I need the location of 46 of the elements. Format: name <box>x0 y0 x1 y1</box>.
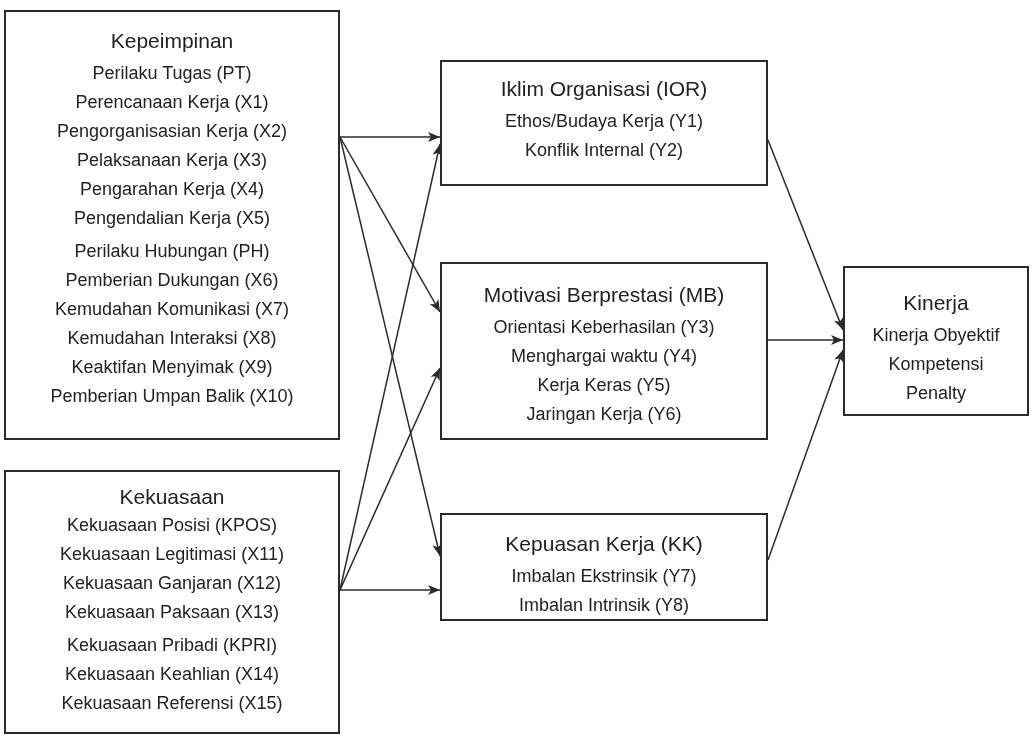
item-text: Pemberian Dukungan (X6) <box>65 269 279 292</box>
item-text: Kekuasaan Pribadi (KPRI) <box>66 634 278 657</box>
box <box>440 513 768 621</box>
item-text: Perilaku Tugas (PT) <box>92 62 252 85</box>
box-heading: Motivasi Berprestasi (MB) <box>483 282 725 308</box>
box-heading: Kekuasaan <box>119 484 225 510</box>
item-text: Keaktifan Menyimak (X9) <box>71 356 273 379</box>
item-text: Konflik Internal (Y2) <box>524 139 684 162</box>
item-text: Kekuasaan Paksaan (X13) <box>64 601 280 624</box>
item-text: Ethos/Budaya Kerja (Y1) <box>504 110 704 133</box>
item-text: Kekuasaan Posisi (KPOS) <box>66 514 278 537</box>
item-text: Kemudahan Interaksi (X8) <box>67 327 277 350</box>
item-text: Jaringan Kerja (Y6) <box>526 403 682 426</box>
item-text: Imbalan Ekstrinsik (Y7) <box>511 565 697 588</box>
item-text: Pemberian Umpan Balik (X10) <box>50 385 294 408</box>
arrow <box>339 585 441 595</box>
item-text: Perencanaan Kerja (X1) <box>75 91 269 114</box>
box <box>4 470 340 734</box>
item-text: Kekuasaan Legitimasi (X11) <box>60 543 284 566</box>
item-text: Pengarahan Kerja (X4) <box>79 178 265 201</box>
box-heading: Kinerja <box>903 290 969 316</box>
box <box>440 262 768 440</box>
item-text: Orientasi Keberhasilan (Y3) <box>493 316 715 339</box>
box <box>4 10 340 440</box>
item-text: Penalty <box>905 382 966 405</box>
item-text: Pengendalian Kerja (X5) <box>73 207 271 230</box>
box-heading: Kepeimpinan <box>110 28 234 54</box>
box <box>843 266 1029 416</box>
item-text: Kinerja Obyektif <box>872 324 1000 347</box>
box-heading: Kepuasan Kerja (KK) <box>505 531 703 557</box>
item-text: Kekuasaan Referensi (X15) <box>61 692 283 715</box>
arrow <box>339 132 441 142</box>
item-text: Kemudahan Komunikasi (X7) <box>54 298 290 321</box>
item-text: Pengorganisasian Kerja (X2) <box>56 120 288 143</box>
item-text: Kekuasaan Keahlian (X14) <box>64 663 280 686</box>
box <box>440 60 768 186</box>
item-text: Kompetensi <box>888 353 984 376</box>
item-text: Perilaku Hubungan (PH) <box>74 240 270 263</box>
item-text: Kerja Keras (Y5) <box>537 374 671 397</box>
item-text: Pelaksanaan Kerja (X3) <box>76 149 268 172</box>
box-heading: Iklim Organisasi (IOR) <box>500 76 708 102</box>
item-text: Menghargai waktu (Y4) <box>510 345 698 368</box>
item-text: Imbalan Intrinsik (Y8) <box>518 594 690 617</box>
arrow <box>767 335 844 345</box>
item-text: Kekuasaan Ganjaran (X12) <box>62 572 282 595</box>
arrow <box>339 136 441 313</box>
